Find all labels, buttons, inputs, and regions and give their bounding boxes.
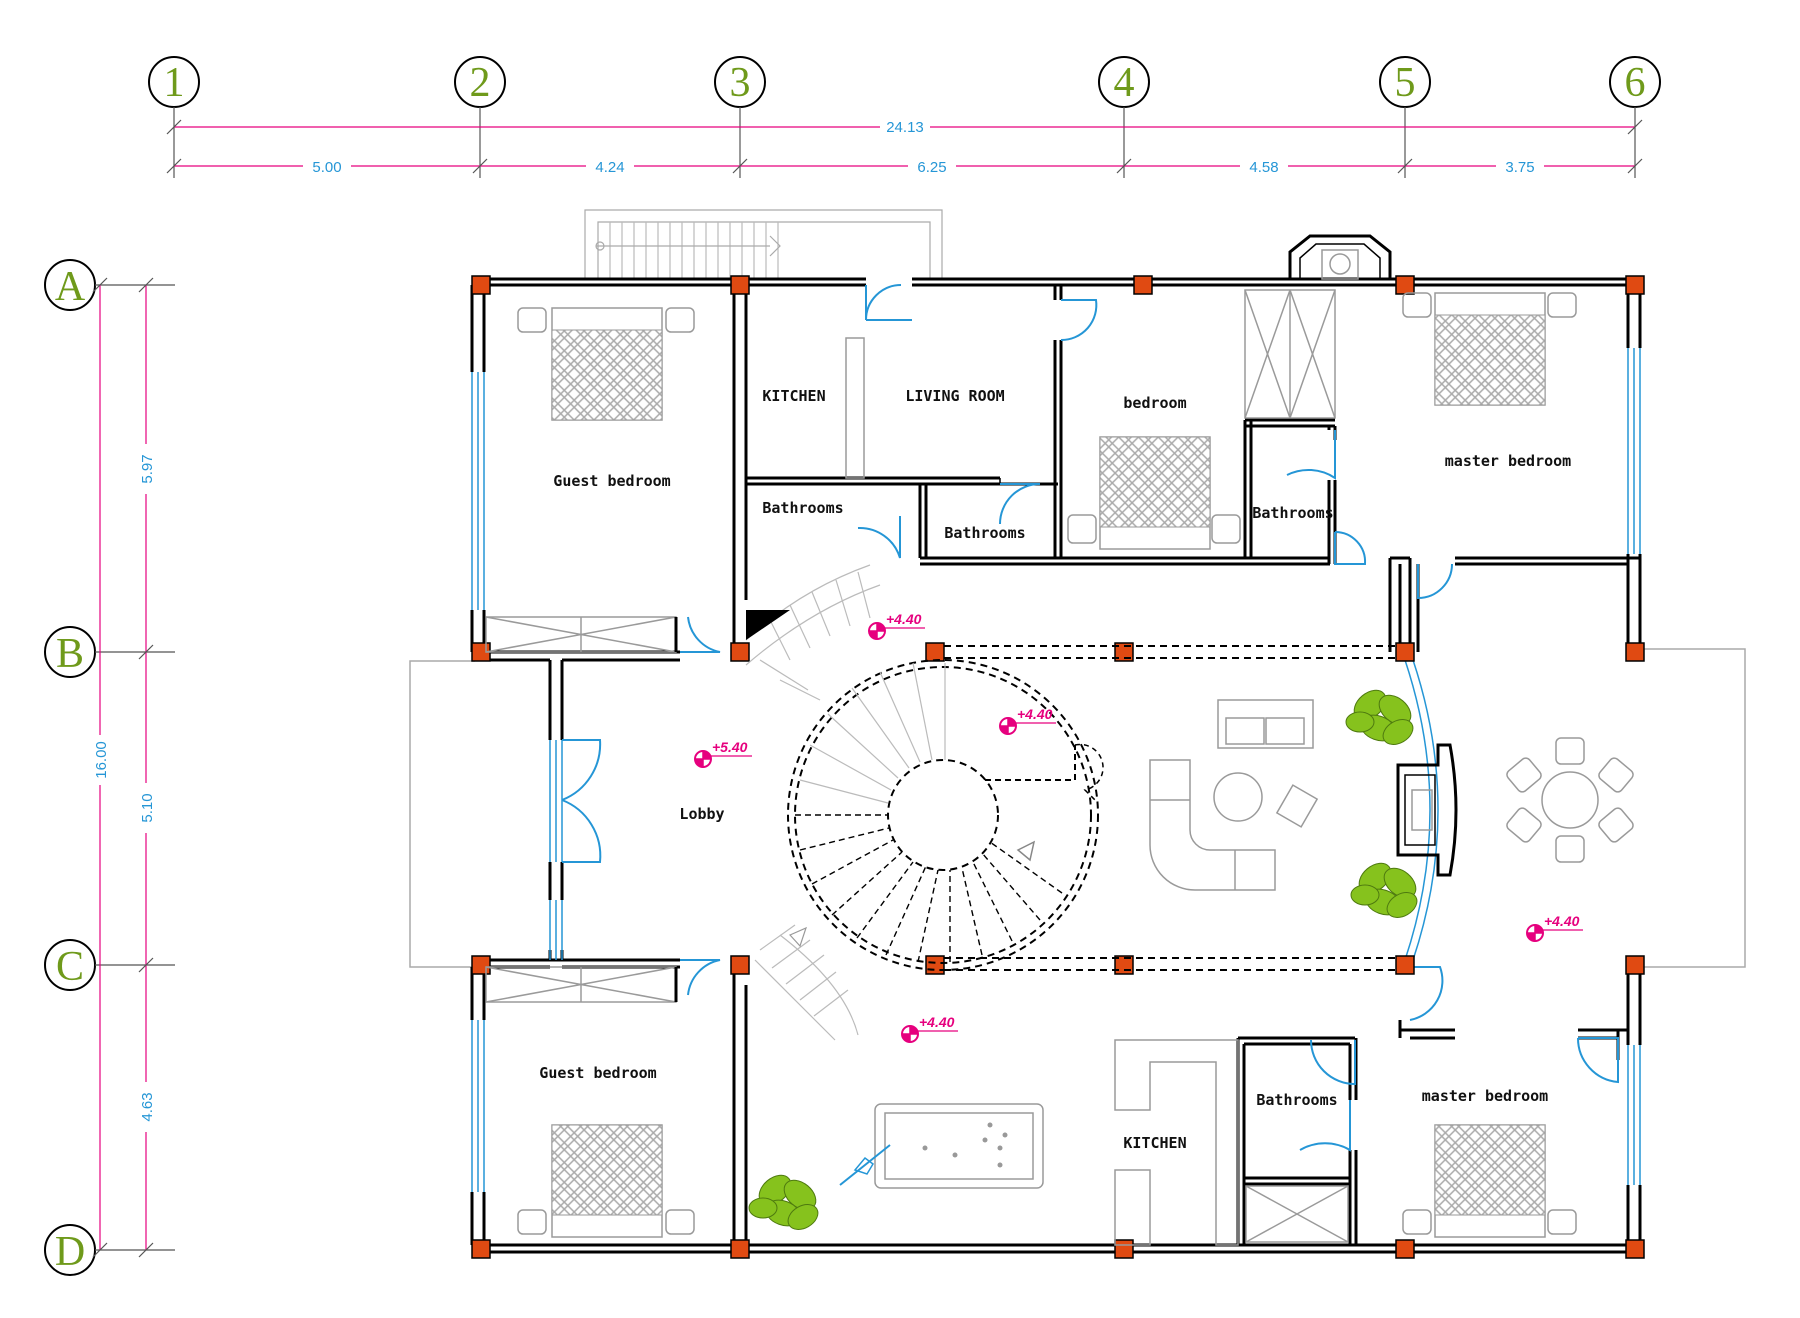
grid-label-C: C	[56, 944, 84, 990]
grid-label-3: 3	[730, 60, 751, 106]
grid-marker-2: 2	[454, 56, 506, 108]
level-text-2: +4.40	[1017, 706, 1053, 722]
label-bedroom: bedroom	[1123, 394, 1186, 412]
beds	[517, 292, 1577, 1238]
terrace-outlines	[409, 648, 1746, 968]
row-grid-markers: A B C D	[44, 259, 96, 1276]
level-text-5: +4.40	[919, 1014, 955, 1030]
grid-label-2: 2	[470, 60, 491, 106]
walls	[470, 277, 1642, 1254]
room-labels: Guest bedroom KITCHEN LIVING ROOM bedroo…	[539, 387, 1571, 1152]
label-master-bedroom-top: master bedroom	[1445, 452, 1571, 470]
wardrobes	[485, 289, 1349, 1243]
column-grid-markers: 1 2 3 4 5 6	[148, 56, 1661, 108]
level-marker-2: +4.40	[999, 706, 1056, 735]
dim-total-horizontal: 24.13	[886, 119, 924, 136]
dim-span-A-B: 5.97	[139, 454, 156, 483]
grid-marker-4: 4	[1098, 56, 1150, 108]
grid-label-A: A	[55, 264, 86, 310]
label-lobby: Lobby	[679, 805, 724, 823]
bed-master-bottom	[1402, 1124, 1577, 1238]
label-living-room: LIVING ROOM	[905, 387, 1004, 405]
structural-columns	[471, 275, 1645, 1259]
bay-window-top	[1288, 234, 1392, 281]
label-bathrooms-left: Bathrooms	[762, 499, 843, 517]
plants	[748, 689, 1418, 1230]
level-marker-4: +4.40	[1526, 913, 1583, 942]
external-staircase	[584, 209, 943, 278]
dim-span-5-6: 3.75	[1505, 159, 1534, 176]
level-text-1: +4.40	[886, 611, 922, 627]
bed-guest-top	[517, 307, 695, 421]
dim-span-3-4: 6.25	[917, 159, 946, 176]
vertical-dimensions: 16.00 5.97 5.10 4.63	[88, 277, 158, 1258]
kitchen-counters	[845, 337, 1239, 1246]
dim-span-4-5: 4.58	[1249, 159, 1278, 176]
living-furniture	[1149, 699, 1634, 891]
glazing	[471, 348, 1641, 1192]
void-beams	[944, 645, 1396, 971]
grid-marker-D: D	[44, 1224, 96, 1276]
horizontal-dimensions: 24.13 5.00 4.24 6.25 4.58 3.75	[166, 117, 1643, 176]
grid-marker-B: B	[44, 626, 96, 678]
label-kitchen-bottom: KITCHEN	[1123, 1134, 1186, 1152]
label-bathrooms-mid: Bathrooms	[944, 524, 1025, 542]
grid-marker-6: 6	[1609, 56, 1661, 108]
grid-label-1: 1	[164, 60, 185, 106]
grid-label-D: D	[55, 1229, 85, 1275]
grid-label-5: 5	[1395, 60, 1416, 106]
dim-span-1-2: 5.00	[312, 159, 341, 176]
level-text-3: +5.40	[712, 739, 748, 755]
label-bathrooms-right: Bathrooms	[1252, 504, 1333, 522]
bed-guest-bottom	[517, 1124, 695, 1238]
label-bathrooms-bottom: Bathrooms	[1256, 1091, 1337, 1109]
level-marker-1: +4.40	[868, 611, 925, 640]
dim-span-2-3: 4.24	[595, 159, 624, 176]
level-marker-3: +5.40	[694, 739, 752, 768]
grid-label-4: 4	[1114, 60, 1135, 106]
spiral-staircase	[745, 564, 1104, 1041]
label-guest-bedroom-top: Guest bedroom	[553, 472, 670, 490]
level-markers: +4.40 +4.40 +5.40 +4.40	[694, 611, 1583, 1043]
label-master-bedroom-bottom: master bedroom	[1422, 1087, 1548, 1105]
grid-marker-5: 5	[1379, 56, 1431, 108]
label-kitchen-top: KITCHEN	[762, 387, 825, 405]
plant-upper	[1345, 689, 1414, 745]
grid-marker-3: 3	[714, 56, 766, 108]
level-marker-5: +4.40	[901, 1014, 958, 1043]
grid-label-B: B	[56, 631, 84, 677]
dim-span-C-D: 4.63	[139, 1092, 156, 1121]
dim-total-vertical: 16.00	[93, 741, 110, 779]
grid-marker-A: A	[44, 259, 96, 311]
grid-label-6: 6	[1625, 60, 1646, 106]
doors	[561, 284, 1619, 1152]
dim-span-B-C: 5.10	[139, 793, 156, 822]
fireplace	[1396, 743, 1458, 877]
bed-bedroom	[1067, 436, 1241, 550]
pool-table	[839, 1103, 1044, 1189]
grid-marker-1: 1	[148, 56, 200, 108]
level-text-4: +4.40	[1544, 913, 1580, 929]
grid-marker-C: C	[44, 939, 96, 991]
grid-leaders	[95, 107, 1636, 1251]
plant-lower	[1350, 862, 1418, 918]
bed-master-top	[1402, 292, 1577, 406]
plant-bottom	[748, 1174, 819, 1230]
label-guest-bedroom-bottom: Guest bedroom	[539, 1064, 656, 1082]
